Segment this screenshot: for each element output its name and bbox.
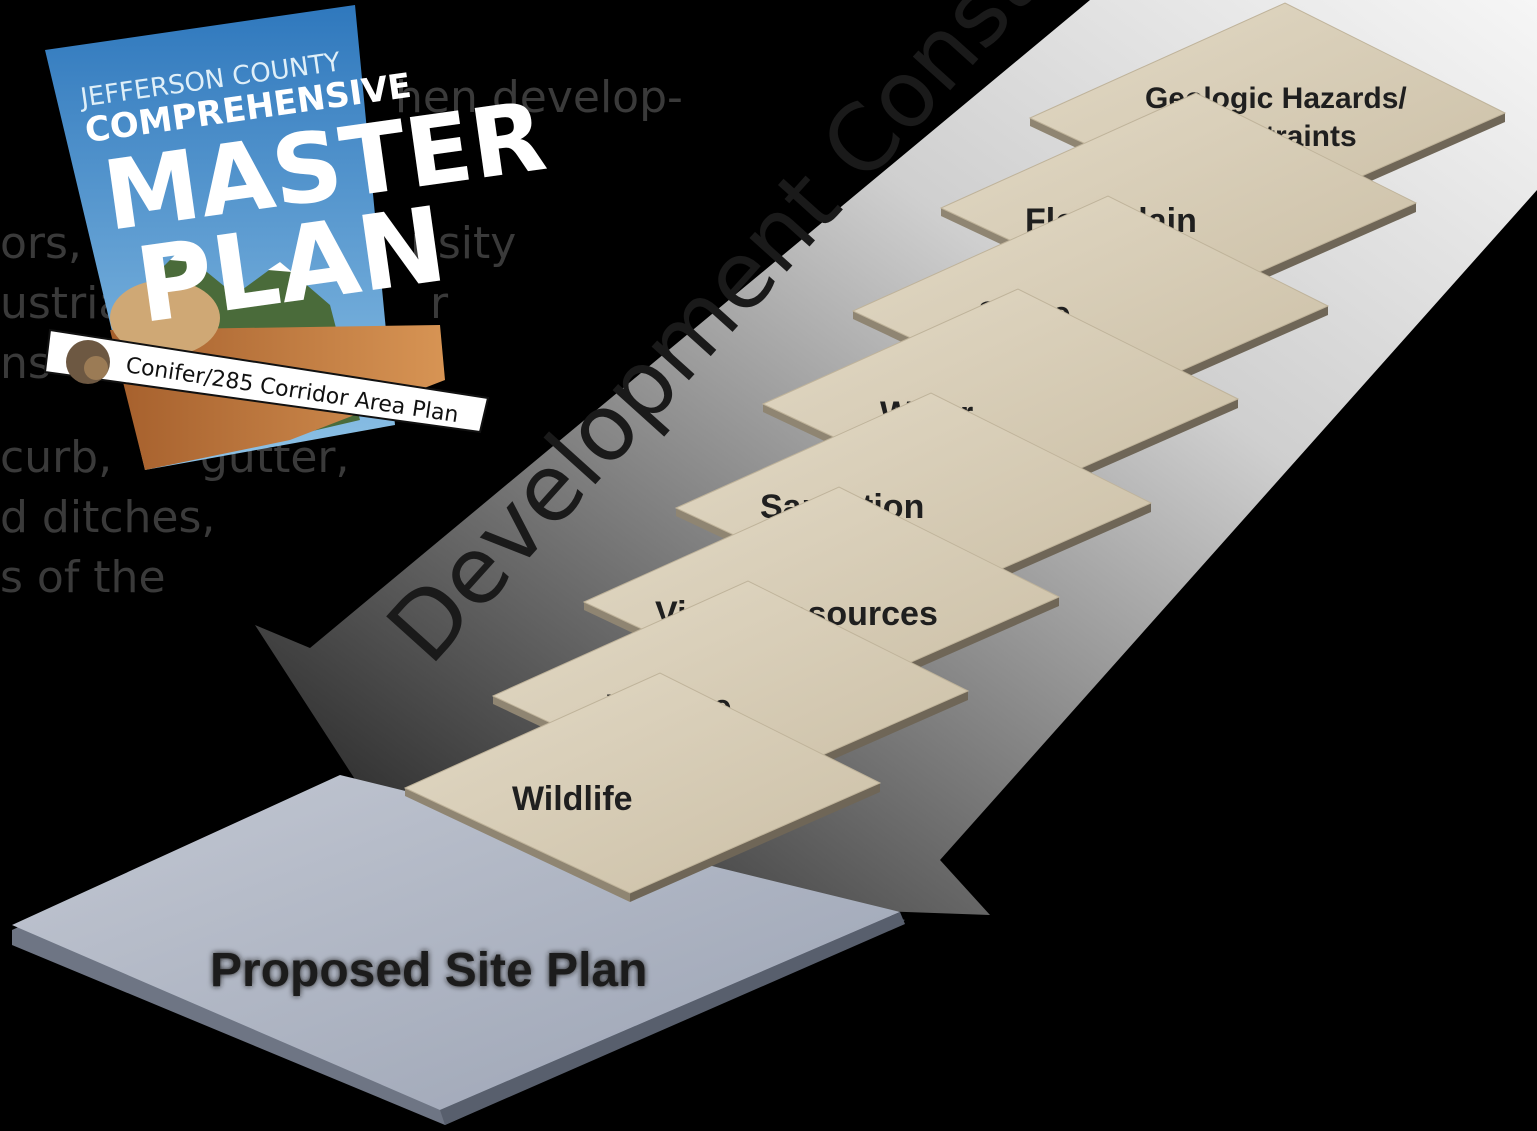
layer-plate-edge bbox=[405, 788, 630, 902]
bg-text-line: s of the bbox=[0, 552, 166, 603]
snowcap-graphic bbox=[170, 250, 192, 262]
bg-text-line: ors, bbox=[0, 218, 82, 269]
bg-text-line: d ditches, bbox=[0, 492, 215, 543]
layer-plate: Wildlife bbox=[403, 672, 882, 902]
master-plan-cover: JEFFERSON COUNTY COMPREHENSIVE MASTER PL… bbox=[43, 5, 552, 470]
layer-plate-top bbox=[403, 672, 882, 894]
bg-text-line: hen develop- bbox=[395, 72, 683, 123]
pinecone-icon-detail bbox=[84, 356, 108, 380]
bg-text-line: ns bbox=[0, 338, 51, 389]
base-plate-label: Proposed Site Plan bbox=[210, 944, 647, 997]
bg-text-line: nsity bbox=[410, 218, 516, 269]
dome-graphic bbox=[110, 280, 220, 356]
snowcap-graphic bbox=[268, 262, 292, 272]
layer-plate-edge bbox=[630, 783, 880, 902]
bg-text-line: r bbox=[430, 278, 449, 329]
layer-label: Wildlife bbox=[512, 780, 633, 818]
bg-text-line: curb, bbox=[0, 432, 112, 483]
layer-stack: Geologic Hazards/ConstraintsFloodplainSl… bbox=[403, 2, 1507, 902]
